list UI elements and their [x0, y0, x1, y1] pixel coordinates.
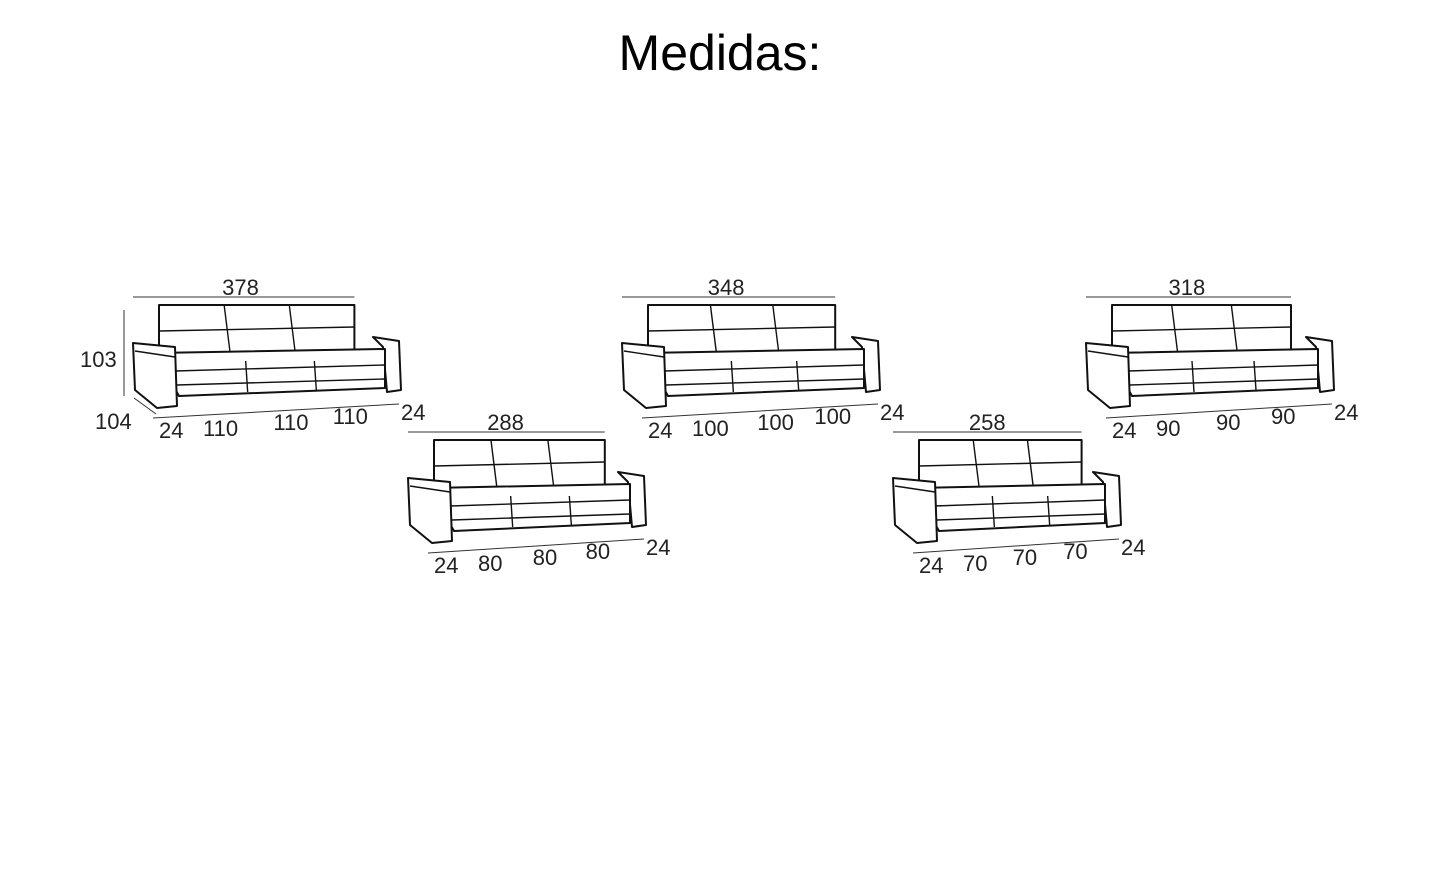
seat-seam	[936, 513, 1106, 521]
seat-seam	[174, 364, 386, 372]
total-width-label: 258	[969, 410, 1006, 435]
backrest-divider	[772, 304, 780, 354]
seat-divider	[509, 495, 514, 528]
seat-1-label: 90	[1156, 416, 1180, 441]
seat-divider	[244, 360, 249, 393]
seat-3-label: 110	[333, 404, 368, 429]
seat-seam	[1129, 378, 1319, 386]
seat-divider	[1253, 360, 1257, 391]
seat-3-label: 80	[586, 539, 610, 564]
right-arm	[372, 336, 402, 393]
left-arm-top-edge	[1087, 350, 1129, 358]
depth-label: 104	[95, 409, 132, 434]
seat-block	[914, 483, 1106, 532]
seat-seam	[934, 499, 1106, 507]
sofa-1: 378 24 110 110 110 24	[132, 275, 425, 443]
seat-1-label: 110	[203, 416, 238, 441]
seat-seam	[451, 513, 631, 521]
seat-1-label: 80	[478, 551, 502, 576]
backrest-divider	[288, 304, 296, 354]
arm-right-label: 24	[1334, 400, 1358, 425]
left-arm-top-edge	[409, 485, 451, 493]
seat-seam	[665, 378, 865, 386]
depth-width-line	[1105, 403, 1333, 419]
depth-width-line	[641, 403, 879, 419]
arm-left-label: 24	[919, 553, 943, 578]
seat-block	[643, 348, 865, 397]
seat-2-label: 80	[533, 545, 557, 570]
arm-left-label: 24	[434, 553, 458, 578]
depth-width-line	[152, 403, 400, 419]
seat-divider	[313, 360, 318, 391]
seat-divider	[991, 495, 996, 528]
total-width-label: 288	[487, 410, 524, 435]
backrest-divider	[547, 439, 555, 489]
backrest-divider	[1026, 439, 1035, 489]
seat-block	[154, 348, 386, 397]
seat-1-label: 100	[692, 416, 729, 441]
seat-seam	[1127, 364, 1319, 372]
seat-2-label: 90	[1216, 410, 1240, 435]
seat-divider	[730, 360, 735, 393]
arm-left-label: 24	[648, 418, 672, 443]
left-arm-top-edge	[894, 485, 936, 493]
total-width-label: 378	[222, 275, 259, 300]
seat-3-label: 100	[814, 404, 851, 429]
seat-2-label: 110	[273, 410, 308, 435]
right-arm	[1092, 471, 1122, 528]
backrest-seam	[1111, 326, 1292, 332]
seat-divider	[1046, 495, 1051, 526]
page-title: Medidas:	[618, 25, 822, 81]
seat-divider	[795, 360, 800, 391]
left-arm-top-edge	[134, 350, 176, 358]
backrest-divider	[1230, 304, 1239, 354]
arm-right-label: 24	[880, 400, 904, 425]
left-arm	[892, 477, 938, 544]
left-arm-top-edge	[623, 350, 665, 358]
right-arm	[851, 336, 881, 393]
seat-1-label: 70	[963, 551, 987, 576]
arm-right-label: 24	[401, 400, 425, 425]
arm-right-label: 24	[646, 535, 670, 560]
total-width-label: 348	[708, 275, 745, 300]
seat-seam	[663, 364, 865, 372]
sofa-4: 288 24 80 80 80 24	[407, 410, 670, 578]
backrest-seam	[918, 461, 1082, 467]
seat-2-label: 70	[1013, 545, 1037, 570]
seat-block	[1107, 348, 1319, 397]
height-label: 103	[80, 347, 117, 372]
seat-2-label: 100	[757, 410, 794, 435]
arm-left-label: 24	[1112, 418, 1136, 443]
seat-divider	[1191, 360, 1195, 393]
left-arm	[132, 342, 178, 409]
total-width-label: 318	[1169, 275, 1206, 300]
right-arm	[617, 471, 647, 528]
seat-seam	[176, 378, 386, 386]
arm-left-label: 24	[159, 418, 183, 443]
sofa-2: 348 24 100 100 100 24	[621, 275, 904, 443]
sofas-layer: 378 24 110 110 110 24 348 24 100 100 100 24 318 24 90 9…	[132, 275, 1358, 578]
seat-3-label: 90	[1271, 404, 1295, 429]
left-arm	[407, 477, 453, 544]
seat-3-label: 70	[1063, 539, 1087, 564]
right-arm	[1305, 336, 1335, 393]
left-arm	[621, 342, 667, 409]
depth-dimension-line	[133, 397, 157, 415]
depth-width-line	[427, 538, 645, 554]
backrest-seam	[158, 326, 355, 332]
seat-divider	[568, 495, 573, 526]
backrest-seam	[433, 461, 605, 467]
depth-width-line	[912, 538, 1120, 554]
arm-right-label: 24	[1121, 535, 1145, 560]
backrest-seam	[647, 326, 836, 332]
sofa-5: 258 24 70 70 70 24	[892, 410, 1145, 578]
seat-seam	[449, 499, 631, 507]
left-arm	[1085, 342, 1131, 409]
seat-block	[429, 483, 631, 532]
sofa-3: 318 24 90 90 90 24	[1085, 275, 1358, 443]
